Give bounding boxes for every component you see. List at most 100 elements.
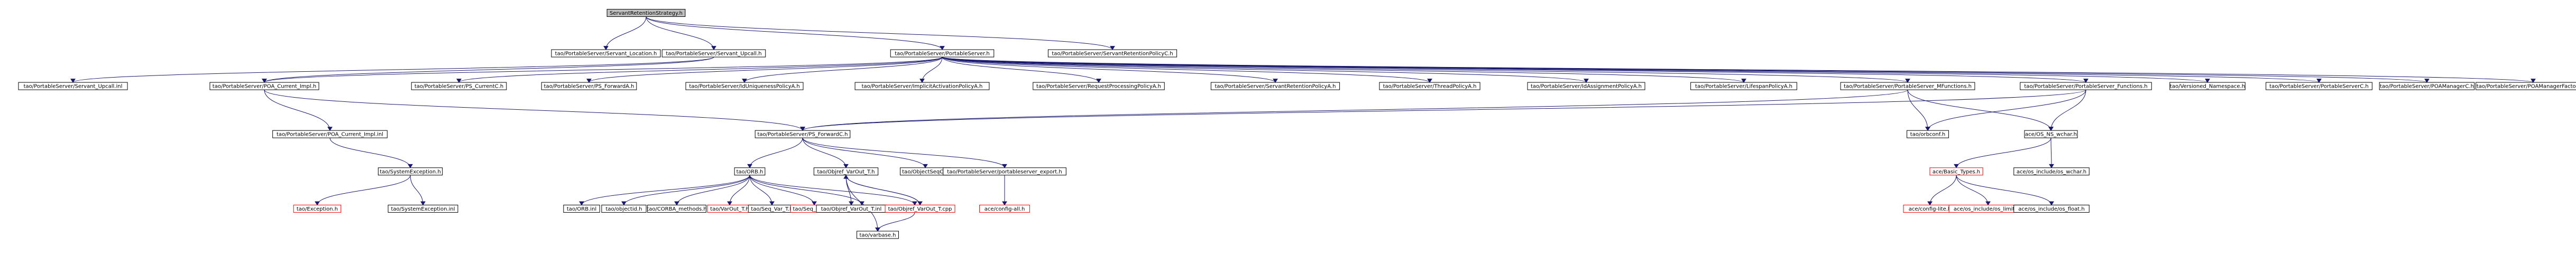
node-tao-portableserver-iduniquenesspolicya-h[interactable]: tao/PortableServer/IdUniquenessPolicyA.h xyxy=(685,82,804,90)
edge-ps_portableserver_functions-to-orbconf xyxy=(1927,90,2086,131)
edge-arrowhead xyxy=(1273,79,1278,83)
node-box xyxy=(541,82,637,90)
edge-arrowhead xyxy=(70,79,76,83)
node-tao-exception-h[interactable]: tao/Exception.h xyxy=(293,204,342,213)
node-tao-orbconf-h[interactable]: tao/orbconf.h xyxy=(1907,130,1949,138)
node-tao-portableserver-servant-location-h[interactable]: tao/PortableServer/Servant_Location.h xyxy=(551,49,661,58)
node-tao-portableserver-servant-upcall-h[interactable]: tao/PortableServer/Servant_Upcall.h xyxy=(661,49,766,58)
node-tao-portableserver-lifespanpolicya-h[interactable]: tao/PortableServer/LifespanPolicyA.h xyxy=(1690,82,1797,90)
node-box xyxy=(685,82,804,90)
node-tao-systemexception-h[interactable]: tao/SystemException.h xyxy=(378,167,443,176)
edge-orb_h-to-pseudo_varout_t xyxy=(749,175,915,205)
node-tao-objref-varout-t-cpp[interactable]: tao/Objref_VarOut_T.cpp xyxy=(885,204,955,213)
node-tao-portableserver-idassignmentpolicya-h[interactable]: tao/PortableServer/IdAssignmentPolicyA.h xyxy=(1527,82,1645,90)
edge-arrowhead xyxy=(747,164,752,168)
node-label: ace/OS_NS_wchar.h xyxy=(2025,132,2077,138)
edge-arrowhead xyxy=(579,201,584,206)
node-label: tao/PortableServer/PortableServer_Functi… xyxy=(2024,84,2147,90)
node-tao-objref-varout-t-inl[interactable]: tao/Objref_VarOut_T.inl xyxy=(816,204,887,213)
node-ace-basic-types-h[interactable]: ace/Basic_Types.h xyxy=(1929,167,1983,176)
node-tao-portableserver-ps-currentc-h[interactable]: tao/PortableServer/PS_CurrentC.h xyxy=(411,82,507,90)
node-ace-os-include-os-float-h[interactable]: ace/os_include/os_float.h xyxy=(2013,204,2090,213)
edge-ps_poa_current_impl-to-ps_poa_current_impl_inl xyxy=(264,90,330,131)
edges-layer xyxy=(70,16,2536,232)
node-tao-portableserver-servantretentionpolicya-h[interactable]: tao/PortableServer/ServantRetentionPolic… xyxy=(1210,82,1340,90)
node-tao-portableserver-poa-current-impl-inl[interactable]: tao/PortableServer/POA_Current_Impl.inl xyxy=(272,130,388,138)
node-label: tao/PortableServer/PS_CurrentC.h xyxy=(415,84,503,90)
edge-root-to-ps_portableserver xyxy=(646,16,943,50)
node-tao-portableserver-ps-forwardc-h[interactable]: tao/PortableServer/PS_ForwardC.h xyxy=(755,130,851,138)
node-tao-portableserver-portableserverc-h[interactable]: tao/PortableServer/PortableServerC.h xyxy=(2266,82,2372,90)
edge-arrowhead xyxy=(2048,127,2054,131)
node-tao-portableserver-ps-forwarda-h[interactable]: tao/PortableServer/PS_ForwardA.h xyxy=(541,82,637,90)
node-tao-portableserver-portableserver-h[interactable]: tao/PortableServer/PortableServer.h xyxy=(890,49,995,58)
edge-arrowhead xyxy=(812,201,817,206)
edge-arrowhead xyxy=(1002,164,1007,168)
node-tao-portableserver-threadpolicya-h[interactable]: tao/PortableServer/ThreadPolicyA.h xyxy=(1379,82,1480,90)
node-tao-portableserver-portableserver-mfunctions-h[interactable]: tao/PortableServer/PortableServer_MFunct… xyxy=(1840,82,1975,90)
node-servantretentionstrategy-h[interactable]: ServantRetentionStrategy.h xyxy=(606,8,686,17)
edge-arrowhead xyxy=(1427,79,1432,83)
node-label: tao/ObjectSeqC.h xyxy=(902,169,948,175)
node-tao-systemexception-inl[interactable]: tao/SystemException.inl xyxy=(388,204,458,213)
node-box xyxy=(1907,130,1949,138)
node-tao-versioned-namespace-h[interactable]: tao/Versioned_Namespace.h xyxy=(2169,82,2246,90)
edge-ace_basic_types-to-ace_os_include_os_float xyxy=(1956,175,2052,205)
node-tao-varout-t-h[interactable]: tao/VarOut_T.h xyxy=(707,204,752,213)
node-tao-seq-var-t-h[interactable]: tao/Seq_Var_T.h xyxy=(748,204,796,213)
node-box xyxy=(890,49,995,58)
node-label: tao/SystemException.inl xyxy=(391,206,455,212)
node-tao-portableserver-servant-upcall-inl[interactable]: tao/PortableServer/Servant_Upcall.inl xyxy=(18,82,128,90)
node-label: tao/Objref_VarOut_T.inl xyxy=(821,206,882,212)
node-tao-orb-inl[interactable]: tao/ORB.inl xyxy=(563,204,600,213)
edge-orb_h-to-seq_var_t xyxy=(749,175,772,205)
edge-orb_h-to-seq_out_t xyxy=(749,175,815,205)
node-tao-varbase-h[interactable]: tao/varbase.h xyxy=(857,231,899,239)
node-tao-portableserver-implicitactivationpolicya-h[interactable]: tao/PortableServer/ImplicitActivationPol… xyxy=(854,82,990,90)
node-tao-objref-varout-t-h[interactable]: tao/Objref_VarOut_T.h xyxy=(813,167,879,176)
node-label: tao/PortableServer/Servant_Location.h xyxy=(555,51,657,57)
node-label: tao/PortableServer/POAManagerFactoryC.h xyxy=(2477,84,2576,90)
edge-ps_ps_forwardc-to-portableserver_export xyxy=(802,137,1005,168)
node-ace-config-lite-h[interactable]: ace/config-lite.h xyxy=(1903,204,1957,213)
node-label: tao/PortableServer/RequestProcessingPoli… xyxy=(1036,84,1161,90)
node-tao-portableserver-poamanagerfactoryc-h[interactable]: tao/PortableServer/POAManagerFactoryC.h xyxy=(2476,82,2576,90)
node-tao-portableserver-poa-current-impl-h[interactable]: tao/PortableServer/POA_Current_Impl.h xyxy=(209,82,319,90)
node-tao-portableserver-servantretentionpolicyc-h[interactable]: tao/PortableServer/ServantRetentionPolic… xyxy=(1047,49,1177,58)
edge-arrowhead xyxy=(1925,127,1930,131)
node-tao-corba-methods-h[interactable]: tao/CORBA_methods.h xyxy=(647,204,707,213)
node-label: tao/PortableServer/PortableServer_MFunct… xyxy=(1844,84,1972,90)
node-box xyxy=(857,231,899,239)
node-ace-os-ns-wchar-h[interactable]: ace/OS_NS_wchar.h xyxy=(2024,130,2078,138)
node-box xyxy=(378,167,443,176)
edge-ps_portableserver-to-ps_servantretentionpolicya xyxy=(942,56,1276,83)
node-label: tao/PortableServer/Servant_Upcall.inl xyxy=(24,84,123,90)
node-label: tao/PortableServer/IdUniquenessPolicyA.h xyxy=(689,84,799,90)
edge-ps_portableserver-to-ps_poamanagerfactoryc xyxy=(942,56,2534,83)
node-label: ace/os_include/os_float.h xyxy=(2018,206,2084,212)
node-box xyxy=(734,167,766,176)
node-tao-objectid-h[interactable]: tao/objectid.h xyxy=(601,204,647,213)
edge-root-to-ps_servant_upcall xyxy=(646,16,714,50)
node-ace-os-include-os-limits-h[interactable]: ace/os_include/os_limits.h xyxy=(1948,204,2028,213)
node-label: tao/Exception.h xyxy=(297,206,338,212)
node-label: tao/CORBA_methods.h xyxy=(647,206,706,212)
node-box xyxy=(2266,82,2372,90)
node-tao-portableserver-portableserver-export-h[interactable]: tao/PortableServer/portableserver_export… xyxy=(943,167,1066,176)
node-label: tao/PortableServer/ServantRetentionPolic… xyxy=(1215,84,1336,90)
edge-ps_portableserver-to-ps_portableserver_functions xyxy=(942,56,2086,83)
node-tao-portableserver-requestprocessingpolicya-h[interactable]: tao/PortableServer/RequestProcessingPoli… xyxy=(1033,82,1165,90)
node-box xyxy=(1527,82,1645,90)
node-tao-objectseqc-h[interactable]: tao/ObjectSeqC.h xyxy=(900,167,951,176)
node-ace-config-all-h[interactable]: ace/config-all.h xyxy=(979,204,1030,213)
node-ace-os-include-os-wchar-h[interactable]: ace/os_include/os_wchar.h xyxy=(2013,167,2090,176)
node-tao-portableserver-portableserver-functions-h[interactable]: tao/PortableServer/PortableServer_Functi… xyxy=(2020,82,2152,90)
edge-arrowhead xyxy=(843,164,849,168)
edge-ps_portableserver-to-ps_ps_forwarda xyxy=(588,56,943,83)
node-box xyxy=(293,204,342,213)
edge-arrowhead xyxy=(2049,164,2054,168)
node-tao-orb-h[interactable]: tao/ORB.h xyxy=(734,167,766,176)
edge-arrowhead xyxy=(1584,79,1589,83)
node-tao-portableserver-poamanagerc-h[interactable]: tao/PortableServer/POAManagerC.h xyxy=(2379,82,2475,90)
edge-systemexception-to-exception_h xyxy=(317,175,411,205)
